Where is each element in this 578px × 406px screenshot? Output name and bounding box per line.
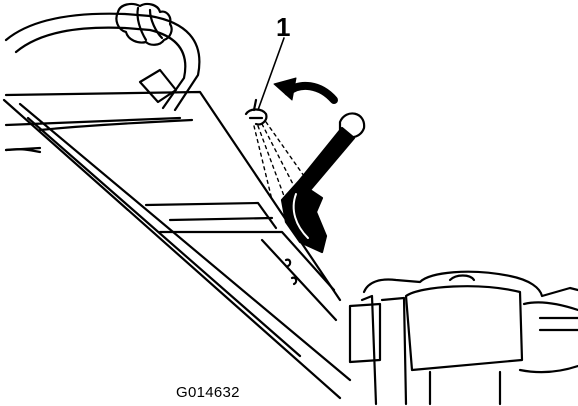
rotation-arrow — [273, 77, 338, 104]
water-spray — [253, 121, 305, 201]
hose-wand — [280, 112, 366, 254]
callout-leader-line — [257, 37, 285, 111]
engine-housing — [348, 270, 578, 406]
callout-number-1: 1 — [276, 12, 291, 42]
figure-code: G014632 — [176, 384, 240, 401]
hand — [115, 2, 173, 46]
deck-frame — [2, 90, 352, 400]
frame-marks — [284, 258, 298, 286]
washout-fitting — [244, 98, 268, 126]
handle-bar — [4, 12, 201, 112]
